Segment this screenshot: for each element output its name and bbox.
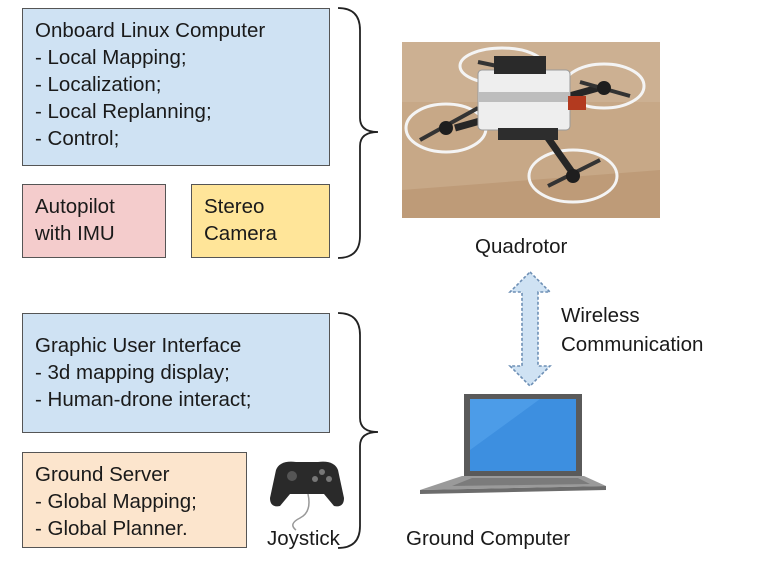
stereo-camera-box: Stereo Camera	[191, 184, 330, 258]
autopilot-line-2: with IMU	[35, 222, 115, 245]
wireless-line-2: Communication	[561, 333, 704, 356]
onboard-item-local-mapping: - Local Mapping;	[35, 46, 187, 69]
gui-item-3d-mapping: - 3d mapping display;	[35, 361, 230, 384]
ground-computer-label: Ground Computer	[406, 527, 571, 550]
joystick-label: Joystick	[267, 527, 340, 550]
quadrotor-label: Quadrotor	[475, 235, 568, 258]
gui-box: Graphic User Interface - 3d mapping disp…	[22, 313, 330, 433]
stereo-camera-line-1: Stereo	[204, 195, 265, 218]
ground-server-item-global-mapping: - Global Mapping;	[35, 490, 197, 513]
ground-server-title: Ground Server	[35, 463, 170, 486]
onboard-computer-title: Onboard Linux Computer	[35, 19, 266, 42]
onboard-computer-box: Onboard Linux Computer - Local Mapping; …	[22, 8, 330, 166]
gui-item-human-drone: - Human-drone interact;	[35, 388, 252, 411]
stereo-camera-line-2: Camera	[204, 222, 277, 245]
autopilot-box: Autopilot with IMU	[22, 184, 166, 258]
autopilot-line-1: Autopilot	[35, 195, 115, 218]
ground-server-item-global-planner: - Global Planner.	[35, 517, 188, 540]
quadrotor-photo	[402, 42, 660, 218]
wireless-arrow	[508, 270, 552, 388]
onboard-item-localization: - Localization;	[35, 73, 162, 96]
laptop-icon	[420, 394, 606, 494]
ground-server-box: Ground Server - Global Mapping; - Global…	[22, 452, 247, 548]
onboard-item-local-replanning: - Local Replanning;	[35, 100, 212, 123]
onboard-item-control: - Control;	[35, 127, 120, 150]
joystick-icon	[270, 461, 344, 531]
wireless-line-1: Wireless	[561, 304, 640, 327]
ground-brace	[337, 312, 379, 549]
wireless-label: Wireless Communication	[561, 301, 703, 359]
gui-title: Graphic User Interface	[35, 334, 242, 357]
onboard-brace	[337, 7, 379, 259]
